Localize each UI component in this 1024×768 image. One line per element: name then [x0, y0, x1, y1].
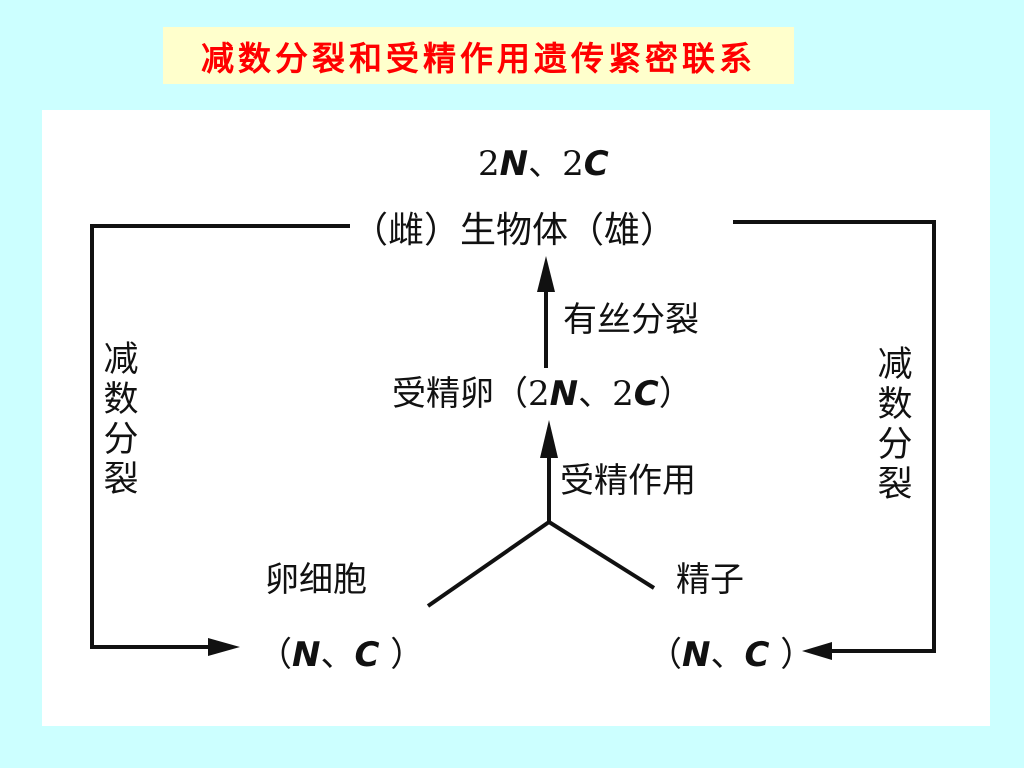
ploidy-number: 2 — [612, 374, 634, 414]
chromosome-symbol: N — [499, 144, 529, 184]
dna-symbol: C — [633, 374, 659, 414]
dna-symbol: C — [744, 635, 770, 675]
fertilization-arrowhead — [540, 420, 558, 458]
zygote-name: 受精卵（ — [392, 374, 528, 414]
ploidy-number: 2 — [478, 144, 500, 184]
organism-label: （雌）生物体（雄） — [352, 210, 677, 251]
egg-merge-line — [426, 520, 551, 608]
sperm-merge-line — [547, 520, 656, 590]
diagram-panel — [42, 110, 990, 726]
title-box: 减数分裂和受精作用遗传紧密联系 — [163, 27, 794, 84]
paren-close: ） — [658, 374, 693, 414]
ploidy-number: 2 — [528, 374, 550, 414]
zygote-label: 受精卵（2N、2C） — [392, 377, 693, 411]
left-meiosis-label: 减数分裂 — [103, 340, 139, 500]
chromosome-symbol: N — [682, 635, 711, 675]
dna-symbol: C — [354, 635, 380, 675]
organism-ploidy-label: 2N、2C — [478, 147, 609, 181]
slide-title: 减数分裂和受精作用遗传紧密联系 — [201, 38, 756, 78]
sperm-ploidy-label: （N、C ） — [648, 638, 814, 672]
fertilization-label: 受精作用 — [560, 461, 696, 501]
left-arrowhead — [208, 638, 240, 656]
separator: 、 — [528, 144, 563, 184]
paren-close: ） — [379, 635, 425, 675]
egg-ploidy-label: （N、C ） — [258, 638, 424, 672]
right-meiosis-label: 减数分裂 — [877, 345, 913, 505]
right-meiosis-path — [733, 220, 936, 653]
chromosome-symbol: N — [549, 374, 579, 414]
paren-open: （ — [648, 635, 682, 675]
separator: 、 — [578, 374, 613, 414]
mitosis-arrowhead — [537, 256, 555, 292]
egg-label: 卵细胞 — [265, 560, 367, 600]
dna-symbol: C — [583, 144, 609, 184]
ploidy-number: 2 — [562, 144, 584, 184]
separator: 、 — [710, 635, 745, 675]
paren-close: ） — [769, 635, 815, 675]
left-meiosis-path — [90, 224, 350, 649]
chromosome-symbol: N — [292, 635, 321, 675]
separator: 、 — [320, 635, 355, 675]
sperm-label: 精子 — [676, 560, 744, 600]
right-arrowhead — [802, 642, 832, 660]
mitosis-label: 有丝分裂 — [563, 300, 699, 340]
paren-open: （ — [258, 635, 292, 675]
